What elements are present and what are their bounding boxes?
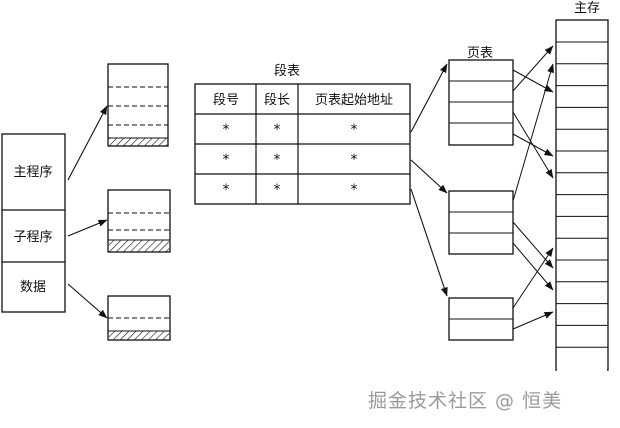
page-table-1 [448, 59, 514, 146]
segment-page-box-1 [107, 63, 169, 147]
page-table-title: 页表 [467, 46, 493, 61]
page-table-3 [448, 297, 514, 341]
segment-page-box-2 [107, 189, 171, 253]
segment-table-header-segment-length: 段长 [264, 93, 290, 108]
segment-table-cell: * [274, 122, 281, 138]
segment-table-title: 段表 [274, 64, 300, 79]
segment-table-cell: * [351, 152, 358, 168]
segment-table-cell: * [274, 182, 281, 198]
segment-page-box-3 [107, 295, 171, 341]
segment-table-cell: * [351, 182, 358, 198]
segment-table-header-page-table-start: 页表起始地址 [315, 93, 393, 108]
segment-table: 段表 段号 段长 页表起始地址 * * * * * * * * * [194, 64, 411, 205]
segment-main-program-label: 主程序 [13, 165, 52, 180]
watermark: 掘金技术社区 @ 恒美 [368, 390, 563, 412]
segment-table-to-page-table-arrows [410, 63, 448, 297]
segment-table-cell: * [223, 122, 230, 138]
main-memory [555, 19, 609, 378]
segment-table-cell: * [223, 152, 230, 168]
segment-table-header-segment-no: 段号 [213, 93, 239, 108]
segment-subroutine-label: 子程序 [13, 230, 52, 245]
page-table-to-memory-arrows [512, 45, 554, 330]
page-table-2 [448, 190, 514, 255]
program-block: 主程序 子程序 数据 [1, 133, 66, 313]
segment-table-cell: * [223, 182, 230, 198]
segment-table-cell: * [351, 122, 358, 138]
segment-table-cell: * [274, 152, 281, 168]
segment-data-label: 数据 [20, 280, 46, 295]
program-to-pages-arrows [67, 105, 108, 319]
main-memory-title: 主存 [574, 1, 600, 16]
